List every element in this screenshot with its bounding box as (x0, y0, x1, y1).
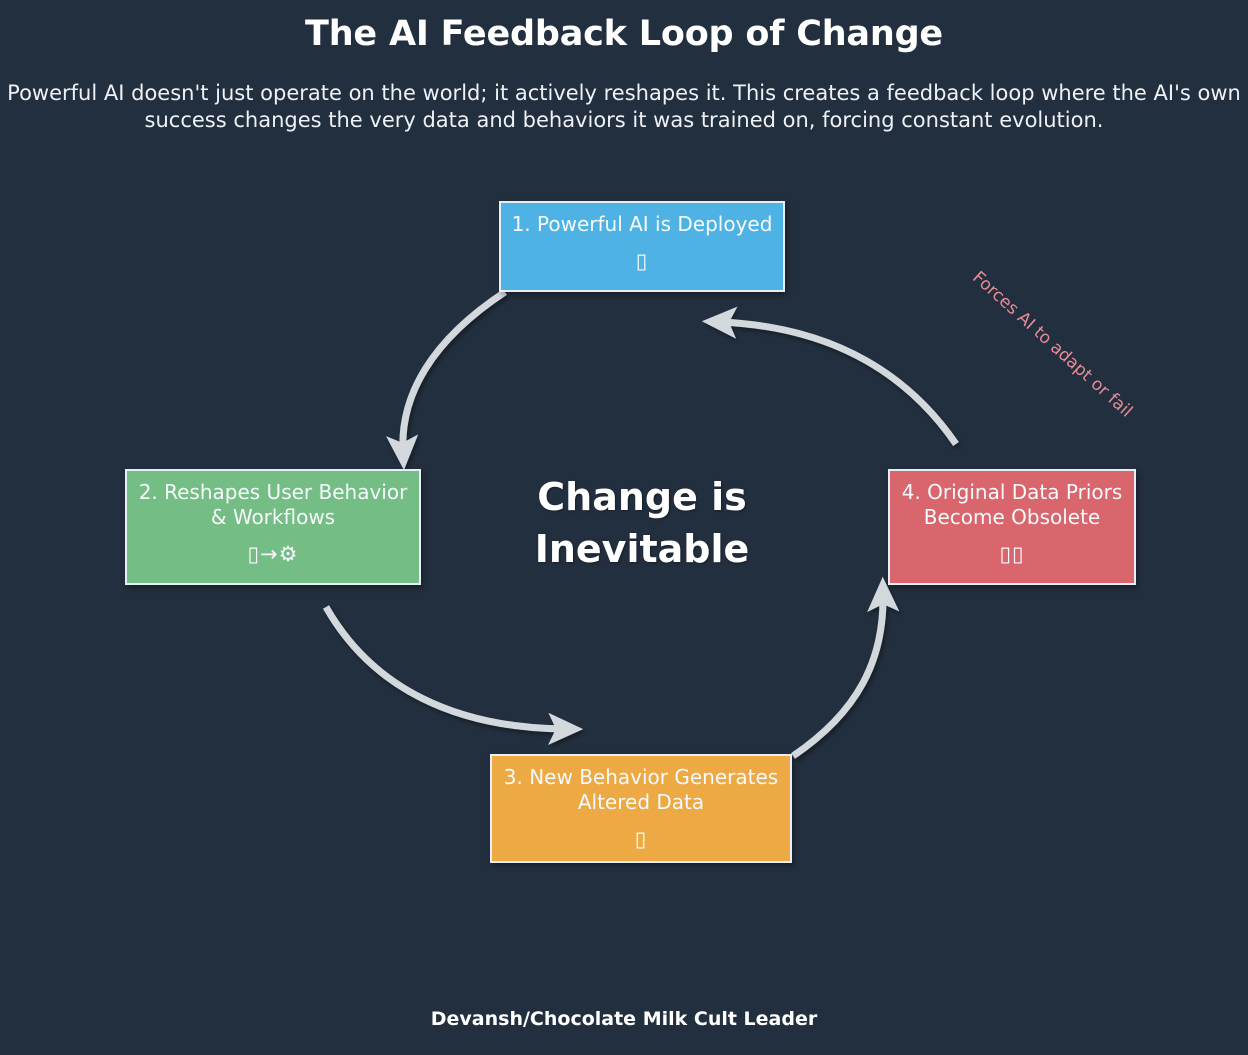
center-headline: Change is Inevitable (534, 475, 750, 571)
footer-credit: Devansh/Chocolate Milk Cult Leader (430, 1008, 818, 1030)
page-subtitle: Powerful AI doesn't just operate on the … (7, 81, 1241, 132)
node-4-label: 4. Original Data Priors Become Obsolete (901, 480, 1123, 529)
missing-emoji-arrow-gear-glyph: ▯→⚙ (247, 542, 299, 566)
node-new-behavior-generates-altered-data[interactable]: 3. New Behavior Generates Altered Data ▯ (490, 754, 792, 863)
arrow-1-to-2 (386, 289, 507, 471)
missing-emoji-double-glyph: ▯▯ (999, 542, 1025, 566)
node-1-label: 1. Powerful AI is Deployed (511, 212, 773, 236)
node-original-data-priors-obsolete[interactable]: 4. Original Data Priors Become Obsolete … (888, 469, 1136, 585)
node-3-label: 3. New Behavior Generates Altered Data (503, 765, 779, 814)
page-title: The AI Feedback Loop of Change (305, 14, 943, 54)
missing-emoji-glyph: ▯ (634, 827, 648, 851)
arrow-3-to-4 (791, 576, 900, 759)
missing-emoji-glyph: ▯ (635, 249, 649, 273)
arrow-4-to-1 (701, 306, 959, 446)
arrow-2-to-3 (322, 605, 584, 745)
node-powerful-ai-deployed[interactable]: 1. Powerful AI is Deployed ▯ (499, 201, 785, 292)
node-2-label: 2. Reshapes User Behavior & Workflows (138, 480, 408, 529)
node-reshapes-user-behavior[interactable]: 2. Reshapes User Behavior & Workflows ▯→… (125, 469, 421, 585)
